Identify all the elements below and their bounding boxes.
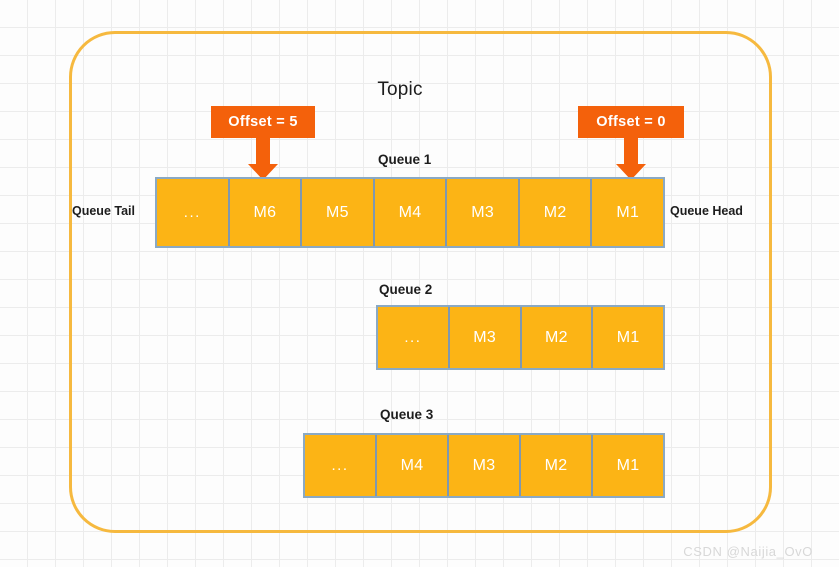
topic-container: Topic [69,31,772,533]
queue-tail-label: Queue Tail [72,204,135,218]
queue-1-label: Queue 1 [378,152,432,167]
queue-1-cell-6[interactable]: M1 [592,179,664,246]
queue-2-cell-2[interactable]: M2 [521,307,594,368]
queue-1-cell-5[interactable]: M2 [519,179,593,246]
queue-3-label: Queue 3 [380,407,434,422]
queue-3-cell-2[interactable]: M3 [449,435,521,496]
queue-1-row: ... M6 M5 M4 M3 M2 M1 [155,177,665,248]
queue-1-cell-3[interactable]: M4 [374,179,448,246]
queue-3-cell-3[interactable]: M2 [521,435,593,496]
queue-2-row: ... M3 M2 M1 [376,305,665,370]
offset-callout-5[interactable]: Offset = 5 [211,106,315,180]
queue-2-label: Queue 2 [379,282,433,297]
offset-callout-0-arrow [616,138,646,180]
queue-1-cell-1[interactable]: M6 [229,179,303,246]
queue-2-cell-1[interactable]: M3 [449,307,522,368]
queue-3-row: ... M4 M3 M2 M1 [303,433,665,498]
queue-head-label: Queue Head [670,204,743,218]
queue-3-cell-0[interactable]: ... [305,435,377,496]
queue-2-cell-3[interactable]: M1 [593,307,663,368]
queue-2-cell-0[interactable]: ... [378,307,450,368]
queue-1-cell-0[interactable]: ... [157,179,230,246]
queue-1-cell-4[interactable]: M3 [447,179,520,246]
offset-callout-5-label: Offset = 5 [211,106,315,138]
offset-callout-0[interactable]: Offset = 0 [578,106,684,180]
offset-callout-0-label: Offset = 0 [578,106,684,138]
topic-title: Topic [377,79,423,100]
queue-1-cell-2[interactable]: M5 [302,179,375,246]
offset-callout-5-arrow [248,138,278,180]
watermark: CSDN @Naijia_OvO [683,544,813,559]
queue-3-cell-1[interactable]: M4 [377,435,449,496]
queue-3-cell-4[interactable]: M1 [593,435,663,496]
